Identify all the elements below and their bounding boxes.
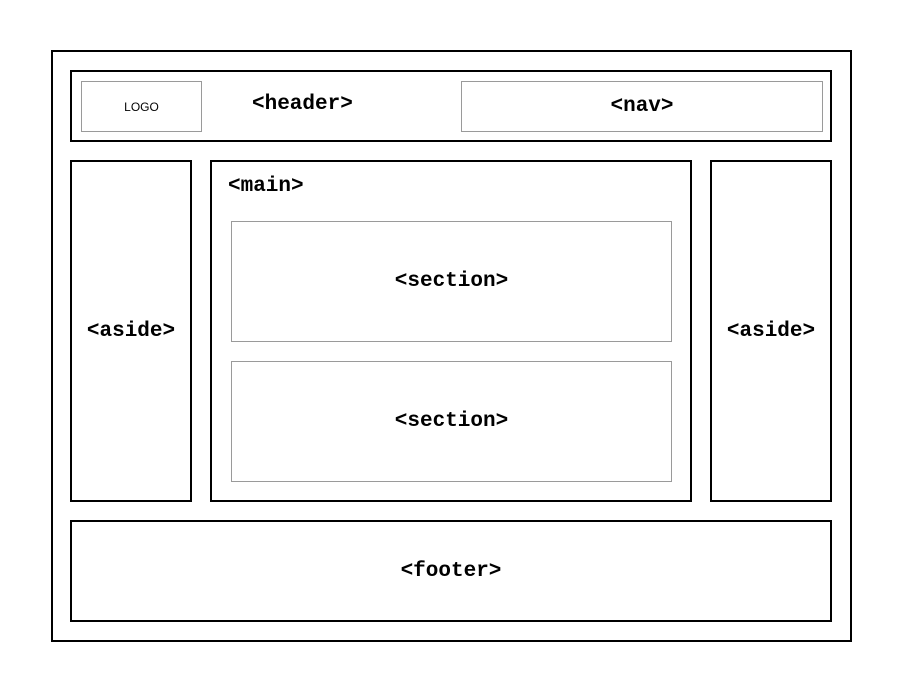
main-label: <main> <box>228 175 304 198</box>
section-label-2: <section> <box>394 410 509 433</box>
header-box: LOGO <header> <nav> <box>70 70 832 142</box>
header-label: <header> <box>252 93 353 116</box>
section-box-1: <section> <box>231 221 672 342</box>
nav-label: <nav> <box>610 95 674 118</box>
footer-box: <footer> <box>70 520 832 622</box>
aside-left-box: <aside> <box>70 160 192 502</box>
logo-label: LOGO <box>124 99 159 114</box>
main-box: <main> <section> <section> <box>210 160 692 502</box>
footer-label: <footer> <box>400 559 502 583</box>
logo-box: LOGO <box>81 81 202 132</box>
aside-left-label: <aside> <box>86 319 176 343</box>
section-label-1: <section> <box>394 270 509 293</box>
aside-right-label: <aside> <box>726 319 816 343</box>
nav-box: <nav> <box>461 81 823 132</box>
section-box-2: <section> <box>231 361 672 482</box>
aside-right-box: <aside> <box>710 160 832 502</box>
